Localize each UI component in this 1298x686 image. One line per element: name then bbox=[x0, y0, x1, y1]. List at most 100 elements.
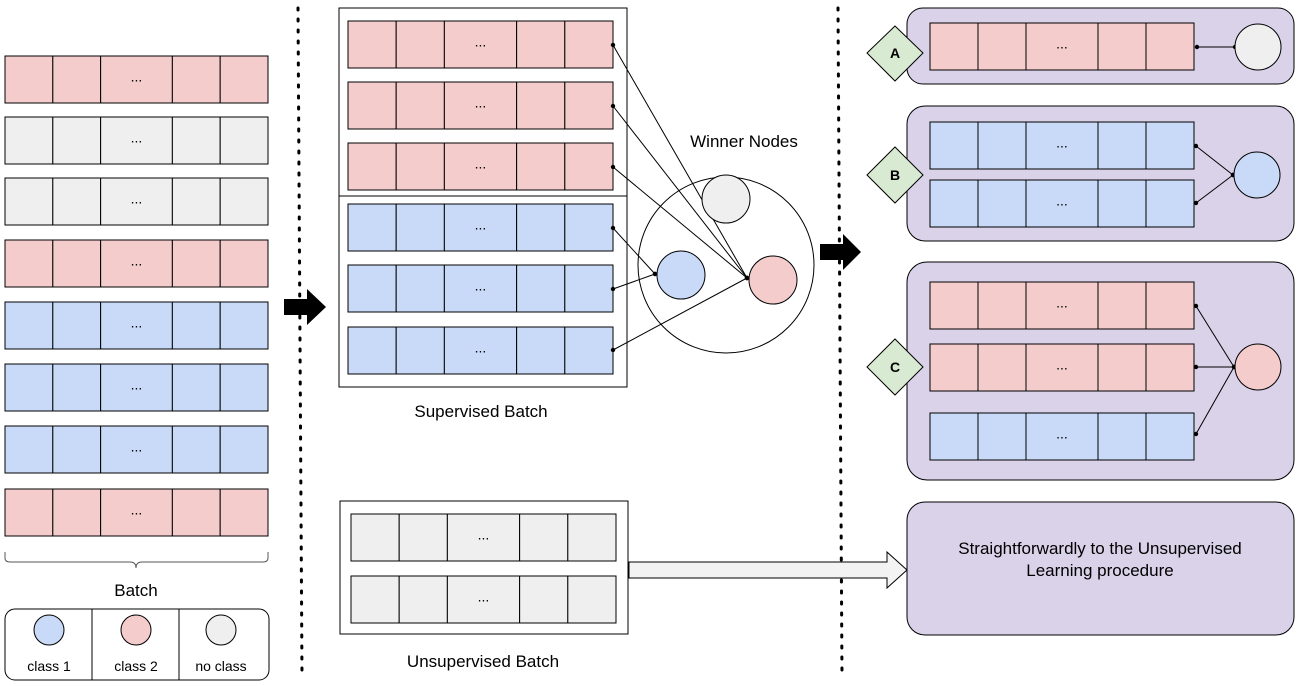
batch-brace bbox=[4, 552, 269, 569]
legend-label: class 2 bbox=[114, 658, 158, 674]
record-cell bbox=[564, 264, 614, 313]
unsupervised-flow-arrow bbox=[628, 550, 908, 590]
legend-label: no class bbox=[195, 658, 246, 674]
separator-line-right bbox=[836, 6, 844, 678]
record-cell bbox=[350, 575, 400, 624]
record-cell bbox=[347, 20, 397, 69]
record-ellipsis: ... bbox=[131, 439, 143, 455]
record-cell bbox=[171, 488, 221, 537]
record-cell bbox=[567, 513, 617, 562]
record-row: ... bbox=[350, 513, 617, 562]
flow-arrow-to-split bbox=[284, 289, 326, 325]
record-cell bbox=[395, 264, 445, 313]
group-rows: .................. bbox=[929, 22, 1195, 461]
record-cell bbox=[516, 20, 566, 69]
record-cell bbox=[564, 20, 614, 69]
record-cell bbox=[52, 239, 102, 288]
record-cell bbox=[347, 142, 397, 191]
legend-swatch-noclass bbox=[205, 614, 237, 646]
record-row: ... bbox=[347, 264, 614, 313]
winner-links bbox=[610, 42, 750, 353]
record-ellipsis: ... bbox=[475, 217, 487, 233]
record-cell bbox=[1097, 22, 1147, 71]
record-cell bbox=[395, 326, 445, 375]
legend-swatch-class1 bbox=[33, 614, 65, 646]
record-cell bbox=[929, 179, 979, 228]
batch-group: ........................ Batch bbox=[4, 55, 269, 600]
record-cell bbox=[4, 301, 54, 350]
record-cell bbox=[443, 20, 518, 69]
record-cell bbox=[4, 116, 54, 165]
record-cell bbox=[100, 425, 173, 474]
record-cell bbox=[443, 264, 518, 313]
record-cell bbox=[398, 575, 448, 624]
record-row: ... bbox=[347, 326, 614, 375]
winner-node-noclass bbox=[701, 174, 751, 224]
record-cell bbox=[446, 513, 521, 562]
record-cell bbox=[1025, 121, 1099, 170]
supervised-rows: .................. bbox=[347, 20, 614, 375]
record-cell bbox=[395, 142, 445, 191]
record-cell bbox=[977, 22, 1027, 71]
record-cell bbox=[219, 239, 269, 288]
record-cell bbox=[100, 363, 173, 412]
record-cell bbox=[1145, 22, 1195, 71]
record-ellipsis: ... bbox=[1056, 135, 1068, 151]
record-cell bbox=[52, 363, 102, 412]
record-cell bbox=[443, 142, 518, 191]
unsupervised-procedure: Straightforwardly to the Unsupervised Le… bbox=[906, 501, 1295, 636]
winner-nodes: Winner Nodes bbox=[610, 42, 815, 354]
record-cell bbox=[1145, 179, 1195, 228]
record-row: ... bbox=[4, 177, 269, 226]
record-cell bbox=[516, 326, 566, 375]
record-cell bbox=[52, 116, 102, 165]
record-cell bbox=[516, 142, 566, 191]
record-ellipsis: ... bbox=[1056, 36, 1068, 52]
record-cell bbox=[516, 203, 566, 252]
record-ellipsis: ... bbox=[131, 315, 143, 331]
record-ellipsis: ... bbox=[1056, 357, 1068, 373]
record-row: ... bbox=[929, 179, 1195, 228]
group-b-node bbox=[1233, 151, 1281, 199]
record-cell bbox=[4, 363, 54, 412]
flow-arrow-to-groups bbox=[820, 234, 861, 270]
record-cell bbox=[52, 425, 102, 474]
record-cell bbox=[219, 55, 269, 104]
record-cell bbox=[443, 81, 518, 130]
record-row: ... bbox=[4, 239, 269, 288]
record-cell bbox=[219, 116, 269, 165]
record-row: ... bbox=[4, 116, 269, 165]
record-cell bbox=[171, 177, 221, 226]
record-ellipsis: ... bbox=[1056, 295, 1068, 311]
record-cell bbox=[1097, 179, 1147, 228]
record-cell bbox=[395, 203, 445, 252]
record-cell bbox=[395, 20, 445, 69]
record-cell bbox=[4, 239, 54, 288]
record-cell bbox=[219, 363, 269, 412]
record-cell bbox=[443, 326, 518, 375]
record-cell bbox=[1145, 281, 1195, 330]
group-a-node bbox=[1234, 23, 1282, 71]
record-row: ... bbox=[929, 343, 1195, 392]
record-row: ... bbox=[350, 575, 617, 624]
record-cell bbox=[443, 203, 518, 252]
separator-line-left bbox=[296, 6, 304, 678]
record-row: ... bbox=[347, 20, 614, 69]
legend-label: class 1 bbox=[27, 658, 71, 674]
record-ellipsis: ... bbox=[1056, 426, 1068, 442]
legend: class 1 class 2 no class bbox=[4, 608, 270, 681]
record-cell bbox=[100, 55, 173, 104]
record-row: ... bbox=[347, 203, 614, 252]
record-row: ... bbox=[929, 22, 1195, 71]
record-cell bbox=[977, 281, 1027, 330]
record-cell bbox=[1097, 281, 1147, 330]
record-cell bbox=[347, 326, 397, 375]
group-b-diamond bbox=[866, 146, 924, 204]
record-ellipsis: ... bbox=[131, 191, 143, 207]
record-cell bbox=[100, 488, 173, 537]
record-row: ... bbox=[4, 363, 269, 412]
record-cell bbox=[347, 203, 397, 252]
record-cell bbox=[1145, 121, 1195, 170]
group-a-diamond bbox=[866, 25, 924, 82]
